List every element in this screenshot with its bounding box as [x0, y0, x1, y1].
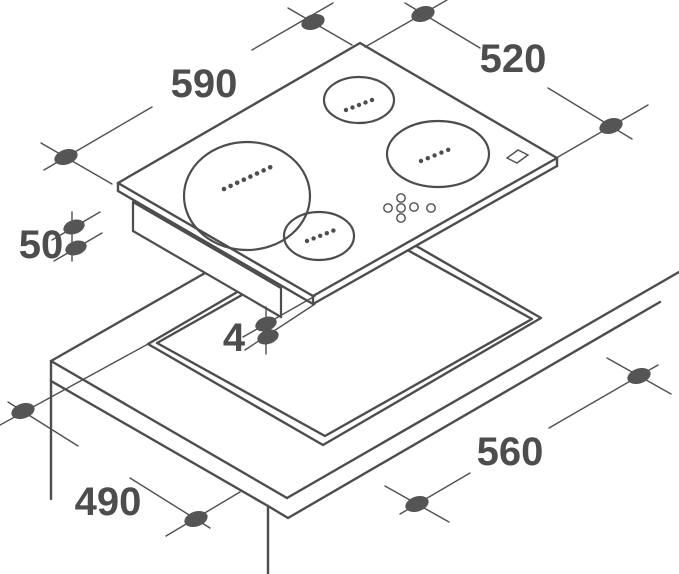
burner-top-dots	[343, 97, 375, 113]
dimension-marker	[627, 367, 651, 385]
hob-body-top-edge	[131, 200, 283, 290]
touch-controls	[383, 193, 436, 223]
dimension-hob-height: 50	[19, 211, 103, 267]
burner-top-small	[322, 75, 396, 125]
dimension-marker	[54, 148, 78, 166]
dimension-tick	[40, 142, 113, 185]
dimension-label-560: 560	[477, 430, 544, 474]
dimension-tick	[364, 0, 448, 48]
dimension-label-50: 50	[19, 223, 64, 267]
worktop-front-left-edge	[49, 359, 289, 500]
dimension-label-4: 4	[223, 316, 246, 360]
dimension-hob-depth: 520	[364, 0, 649, 158]
dimension-cutout-width: 490	[0, 343, 241, 537]
dimension-marker	[255, 316, 277, 332]
worktop-lip-right	[286, 300, 662, 520]
hob-glass-back-edges	[116, 41, 559, 185]
worktop-back-left-edge	[49, 255, 235, 363]
worktop-lip-corner	[266, 504, 290, 520]
dimension-marker	[301, 13, 325, 31]
dimension-label-490: 490	[75, 480, 142, 524]
hob-body-bottom-edge	[131, 229, 283, 319]
burner-right-medium	[385, 119, 491, 189]
dimension-glass-thickness: 4	[223, 295, 316, 360]
worktop-front-right-edge	[285, 270, 679, 500]
dimension-marker	[63, 219, 85, 235]
dimension-marker	[599, 117, 623, 135]
dimension-marker	[405, 495, 429, 513]
hob-glass-surface	[118, 43, 557, 304]
dimension-marker	[184, 510, 208, 528]
dimension-marker	[257, 329, 279, 345]
dimension-extension	[244, 303, 316, 351]
burner-bottom-dots	[304, 228, 336, 244]
hob-body	[118, 191, 313, 319]
dimension-hob-width: 590	[40, 2, 353, 185]
worktop-lip-left	[49, 379, 270, 508]
burner-right-dots	[418, 147, 451, 164]
dimension-marker	[11, 402, 35, 420]
brand-plate	[505, 149, 530, 164]
hob-glass	[116, 41, 559, 306]
dimension-label-520: 520	[480, 37, 547, 81]
dimension-extension	[242, 295, 316, 338]
dimension-cutout-depth: 560	[384, 357, 672, 523]
burner-bottom-small	[282, 210, 356, 262]
burner-large-dots	[221, 165, 273, 192]
dimension-label-590: 590	[171, 62, 238, 106]
burner-large	[182, 140, 312, 252]
dimension-marker	[65, 240, 87, 256]
dimension-marker	[411, 5, 435, 23]
